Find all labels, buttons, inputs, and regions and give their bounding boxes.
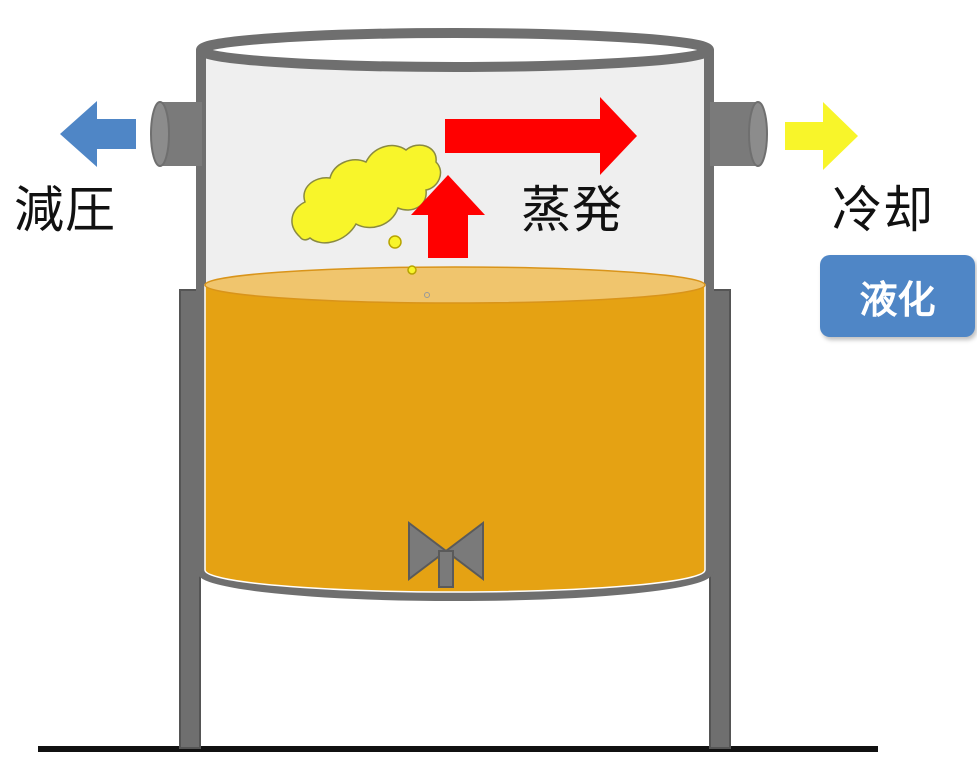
vacuum-label: 減圧 (14, 181, 116, 239)
bubble (407, 265, 417, 275)
liquid-body (204, 284, 706, 593)
vacuum-arrow-icon (60, 101, 136, 167)
valve-icon (408, 520, 484, 588)
rising-arrow-icon (411, 175, 485, 258)
cooling-arrow-icon (785, 102, 858, 170)
evaporation-arrow-icon (445, 97, 637, 175)
bubble (424, 292, 430, 298)
liquefaction-badge: 液化 (820, 255, 975, 337)
liquefaction-label: 液化 (859, 277, 936, 322)
vessel-rim (196, 28, 714, 72)
evaporation-label: 蒸発 (521, 181, 623, 239)
cooling-label: 冷却 (832, 181, 934, 239)
ground-line (38, 746, 878, 752)
cooling-port (710, 101, 768, 167)
vapor-cloud-icon (291, 144, 442, 244)
bubble (388, 235, 402, 249)
vacuum-port (150, 101, 202, 167)
liquid-surface (204, 266, 706, 304)
